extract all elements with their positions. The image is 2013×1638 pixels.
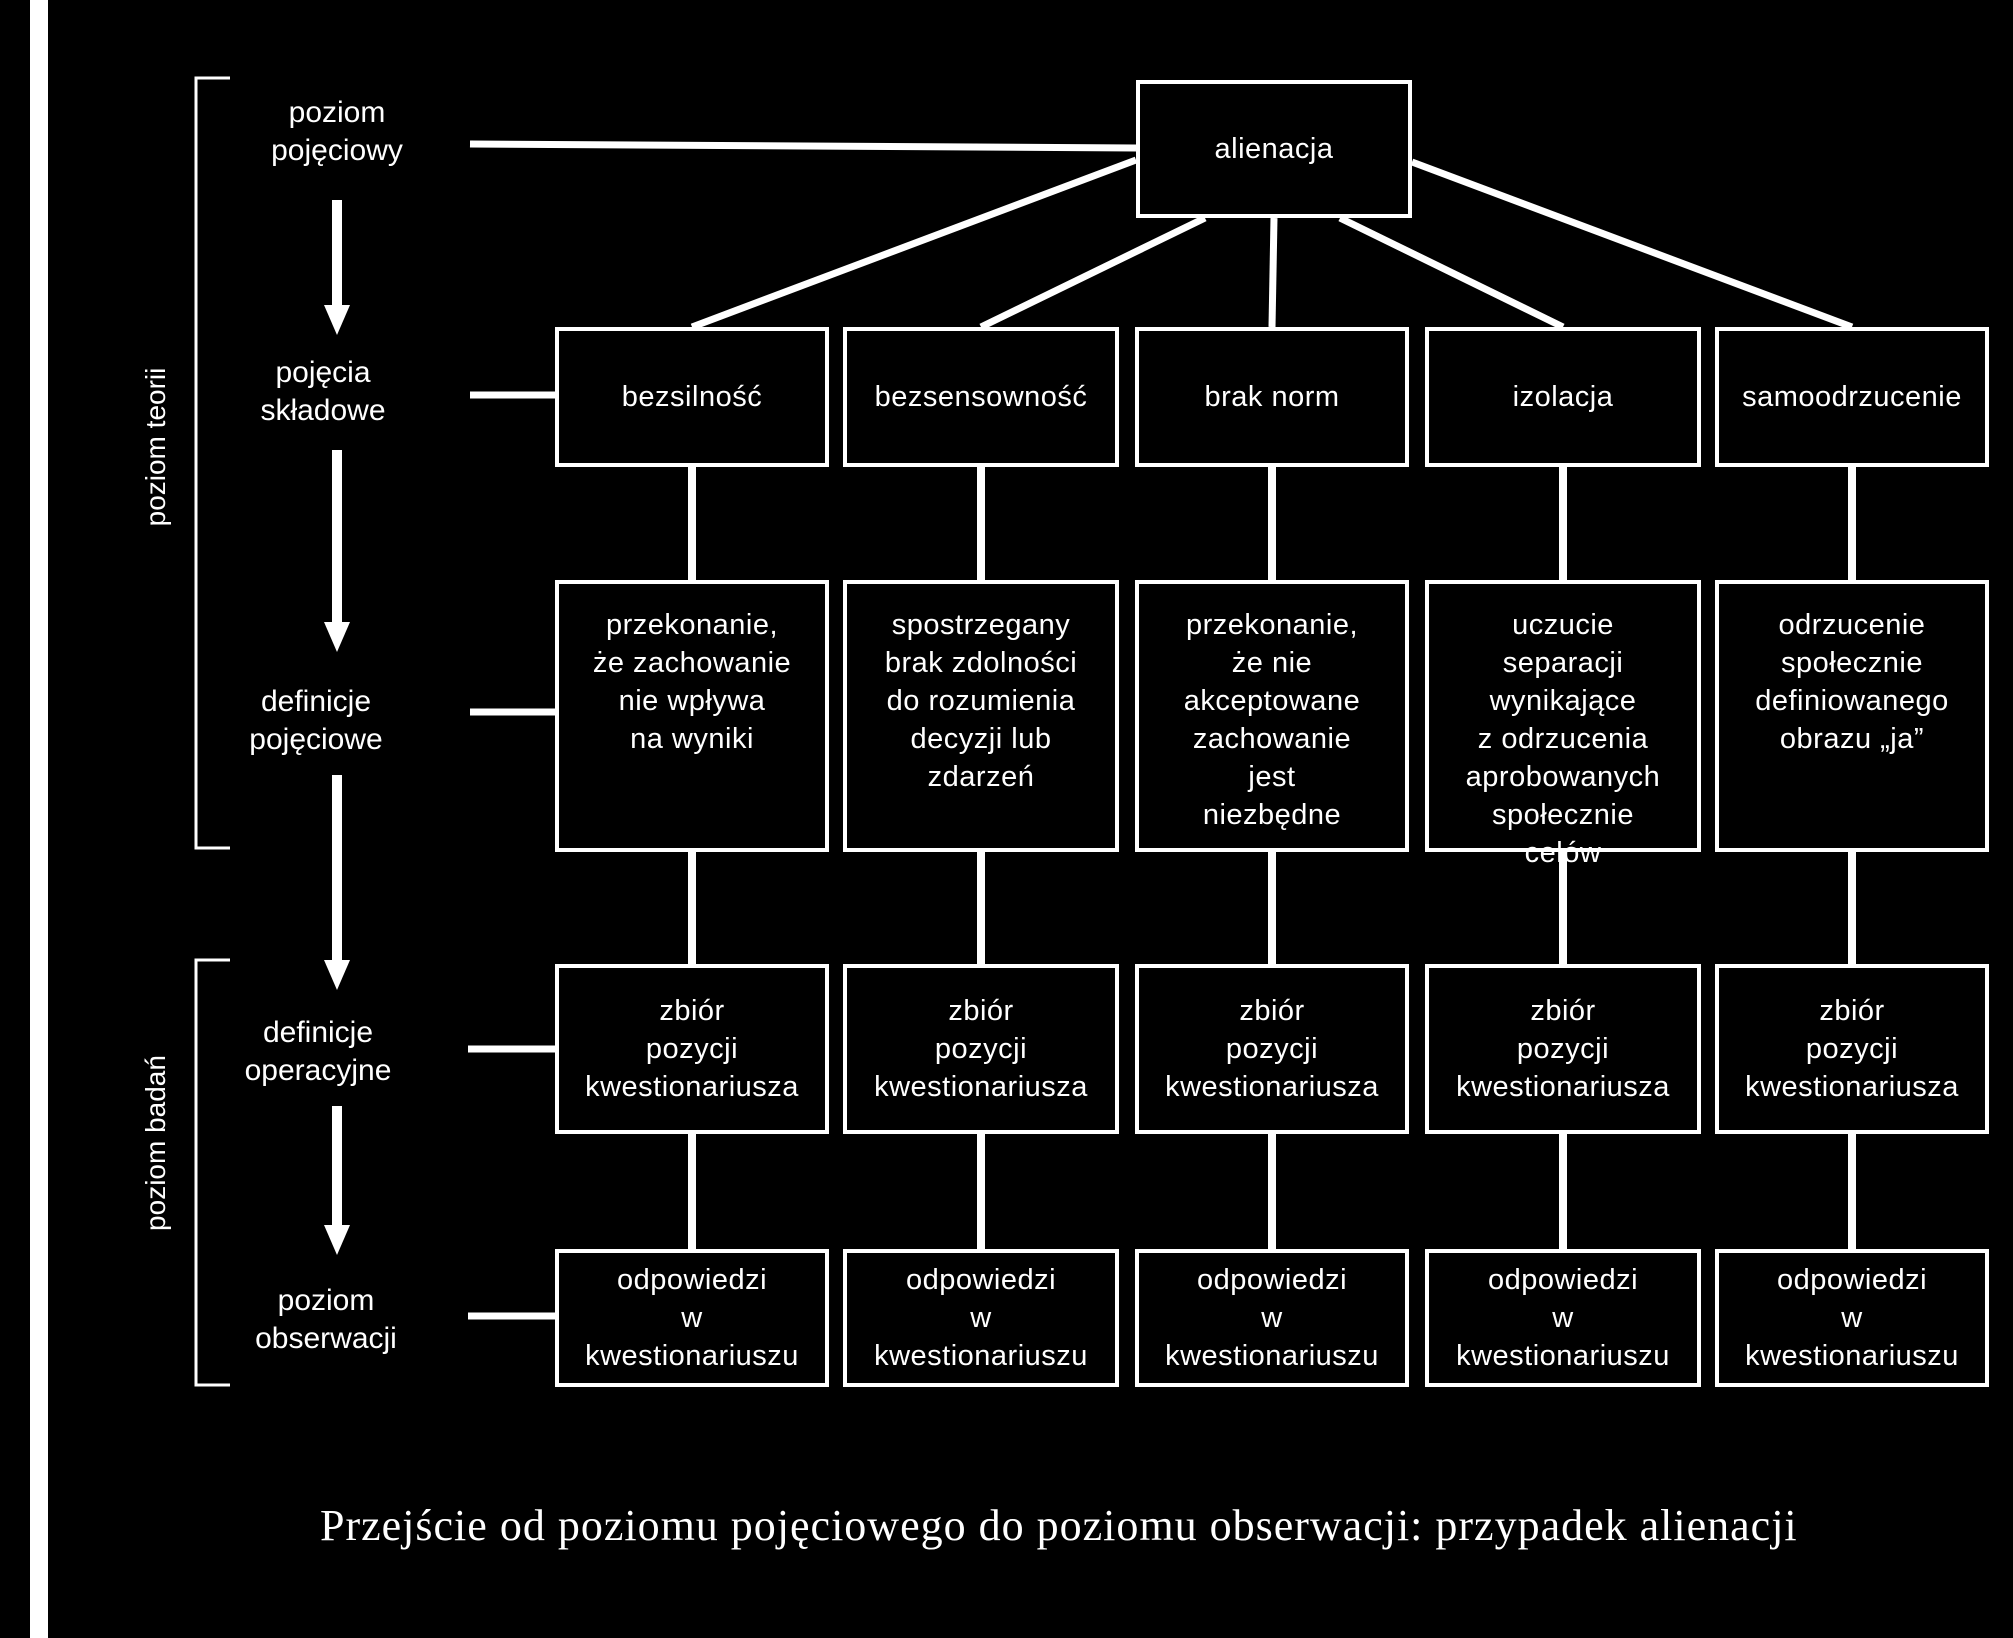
observation-box-label: odpowiedzi w kwestionariuszu [1745, 1264, 1959, 1372]
operational-box-label: zbiór pozycji kwestionariusza [585, 995, 799, 1103]
definition-box-1: przekonanie, że zachowanie nie wpływa na… [555, 580, 829, 852]
group-label-research: poziom badań [140, 1055, 171, 1231]
concept-box-label: izolacja [1512, 381, 1614, 413]
figure-caption: Przejście od poziomu pojęciowego do pozi… [320, 1501, 1798, 1550]
arrow-head-4 [324, 1225, 350, 1255]
group-label-theory: poziom teorii [140, 367, 171, 527]
bracket-research [194, 958, 230, 1387]
concept-box-4: izolacja [1425, 327, 1701, 467]
operational-box-label: zbiór pozycji kwestionariusza [874, 995, 1088, 1103]
definition-box-5: odrzucenie społecznie definiowanego obra… [1715, 580, 1989, 852]
connector-root-concept-2 [979, 214, 1207, 331]
definition-box-2: spostrzegany brak zdolności do rozumieni… [843, 580, 1119, 852]
bracket-theory [194, 76, 230, 850]
observation-box-label: odpowiedzi w kwestionariuszu [585, 1264, 799, 1372]
concept-box-label: samoodrzucenie [1742, 381, 1962, 413]
level-label-definicje-pojeciowe: definicje pojęciowe [249, 685, 383, 756]
operational-box-5: zbiór pozycji kwestionariusza [1715, 964, 1989, 1134]
definition-box-label: przekonanie, że nie akceptowane zachowan… [1183, 609, 1361, 831]
level-label-poziom-pojeciowy: poziom pojęciowy [271, 96, 403, 167]
concept-box-1: bezsilność [555, 327, 829, 467]
level-label-definicje-operacyjne: definicje operacyjne [244, 1016, 392, 1087]
connector-root-level [469, 140, 1137, 152]
definition-box-label: uczucie separacji wynikające z odrzuceni… [1465, 609, 1661, 869]
concept-box-label: bezsensowność [874, 381, 1088, 413]
observation-box-label: odpowiedzi w kwestionariuszu [874, 1264, 1088, 1372]
concept-box-5: samoodrzucenie [1715, 327, 1989, 467]
operational-box-1: zbiór pozycji kwestionariusza [555, 964, 829, 1134]
operational-box-label: zbiór pozycji kwestionariusza [1165, 995, 1379, 1103]
definition-box-3: przekonanie, że nie akceptowane zachowan… [1135, 580, 1409, 852]
connector-root-concept-1 [690, 156, 1138, 331]
observation-box-label: odpowiedzi w kwestionariuszu [1165, 1264, 1379, 1372]
operational-box-label: zbiór pozycji kwestionariusza [1456, 995, 1670, 1103]
observation-box-1: odpowiedzi w kwestionariuszu [555, 1249, 829, 1387]
concept-box-2: bezsensowność [843, 327, 1119, 467]
observation-box-4: odpowiedzi w kwestionariuszu [1425, 1249, 1701, 1387]
observation-box-2: odpowiedzi w kwestionariuszu [843, 1249, 1119, 1387]
definition-box-4: uczucie separacji wynikające z odrzuceni… [1425, 580, 1701, 869]
observation-box-5: odpowiedzi w kwestionariuszu [1715, 1249, 1989, 1387]
operational-box-label: zbiór pozycji kwestionariusza [1745, 995, 1959, 1103]
root-concept-label: alienacja [1214, 133, 1334, 165]
connector-root-concept-3 [1268, 217, 1278, 328]
level-label-poziom-obserwacji: poziom obserwacji [255, 1284, 397, 1355]
root-concept-box: alienacja [1136, 80, 1412, 218]
left-border-bar [0, 0, 48, 1638]
concept-box-label: brak norm [1204, 381, 1340, 413]
concept-box-3: brak norm [1135, 327, 1409, 467]
operational-box-4: zbiór pozycji kwestionariusza [1425, 964, 1701, 1134]
arrow-head-3 [324, 960, 350, 990]
definition-box-label: spostrzegany brak zdolności do rozumieni… [884, 609, 1078, 793]
observation-box-label: odpowiedzi w kwestionariuszu [1456, 1264, 1670, 1372]
connector-root-concept-4 [1338, 214, 1565, 331]
concept-box-label: bezsilność [621, 381, 763, 413]
arrow-head-1 [324, 305, 350, 335]
operational-box-3: zbiór pozycji kwestionariusza [1135, 964, 1409, 1134]
operational-box-2: zbiór pozycji kwestionariusza [843, 964, 1119, 1134]
connector-root-concept-5 [1410, 158, 1854, 331]
level-label-pojecia-skladowe: pojęcia składowe [260, 356, 386, 427]
observation-box-3: odpowiedzi w kwestionariuszu [1135, 1249, 1409, 1387]
definition-box-label: przekonanie, że zachowanie nie wpływa na… [592, 609, 792, 755]
definition-box-label: odrzucenie społecznie definiowanego obra… [1755, 609, 1949, 755]
arrow-head-2 [324, 622, 350, 652]
